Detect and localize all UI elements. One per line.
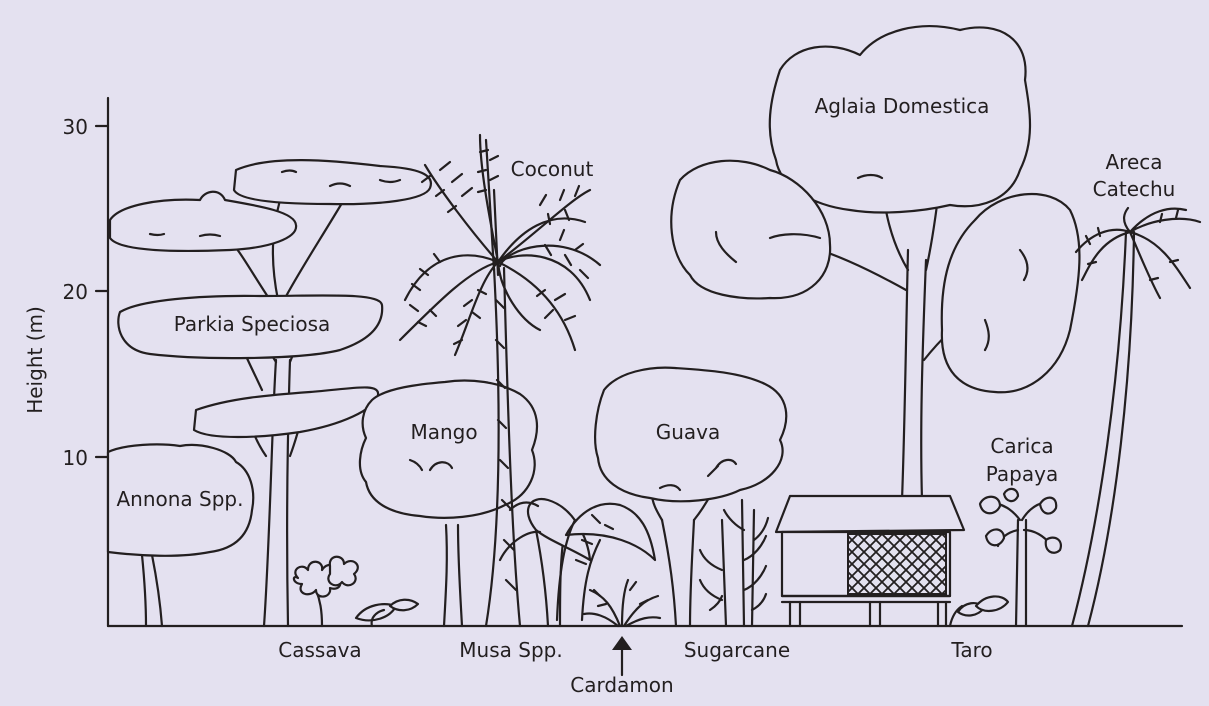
musa-banana (500, 499, 655, 626)
coconut-palm: Coconut (400, 135, 600, 626)
annona-label: Annona Spp. (116, 487, 243, 511)
aglaia-label: Aglaia Domestica (815, 94, 990, 118)
coconut-label: Coconut (511, 157, 594, 181)
guava-tree: Guava (595, 368, 786, 626)
height-axis: 30 20 10 Height (m) (23, 98, 108, 626)
cassava-label: Cassava (278, 638, 361, 662)
areca-label-line1: Areca (1105, 150, 1162, 174)
cardamon-label: Cardamon (570, 673, 673, 697)
tick-label-10: 10 (63, 446, 88, 470)
areca-label-line2: Catechu (1093, 177, 1176, 201)
tick-label-30: 30 (63, 115, 88, 139)
annona-tree: Annona Spp. (108, 444, 253, 626)
cardamon-plant (584, 580, 660, 675)
parkia-label: Parkia Speciosa (174, 312, 331, 336)
taro-plant (950, 596, 1008, 626)
mango-label: Mango (410, 420, 477, 444)
tick-label-20: 20 (63, 280, 88, 304)
papaya-label-line2: Papaya (986, 462, 1058, 486)
sugarcane-label: Sugarcane (684, 638, 790, 662)
guava-label: Guava (656, 420, 721, 444)
sugarcane-plant (700, 500, 768, 626)
stilt-hut (776, 496, 964, 626)
arrow-up-icon (612, 636, 632, 650)
cassava-plant (294, 557, 418, 626)
taro-label: Taro (950, 638, 992, 662)
areca-catechu-palm: Areca Catechu (1072, 150, 1200, 626)
musa-label: Musa Spp. (459, 638, 562, 662)
y-axis-label: Height (m) (23, 306, 47, 414)
papaya-label-line1: Carica (990, 434, 1053, 458)
mango-tree: Mango (360, 381, 537, 627)
